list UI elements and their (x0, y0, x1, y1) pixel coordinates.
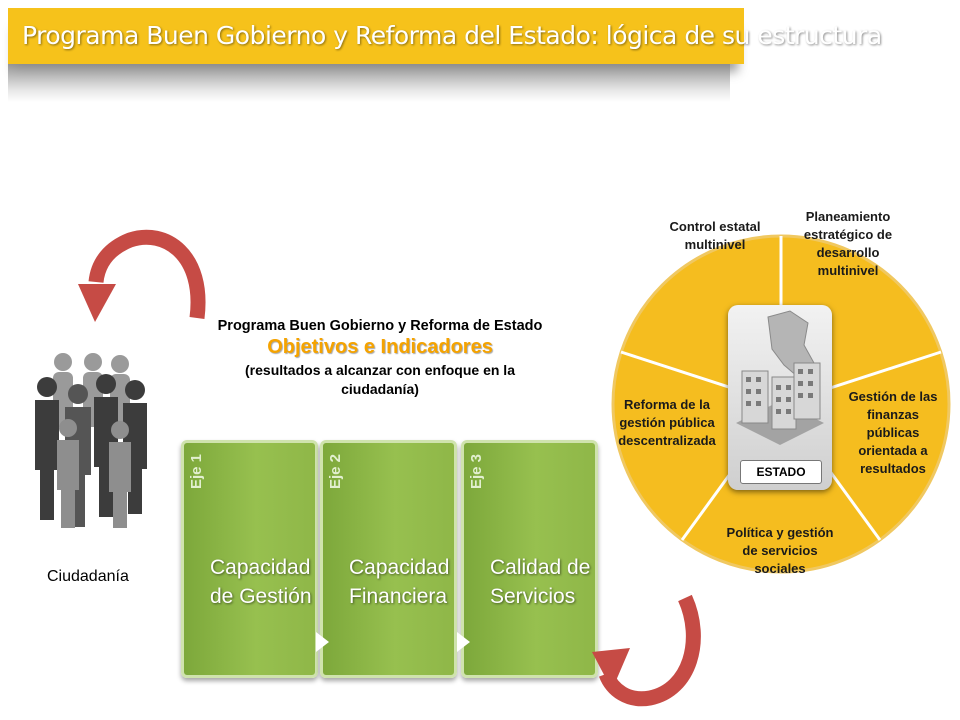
eje-box-3: Eje 3 Calidad de Servicios (461, 440, 598, 678)
wheel-segment-reforma: Reforma de la gestión pública descentral… (618, 397, 716, 448)
eje-text: Capacidad Financiera (349, 556, 450, 608)
wheel-segment-planeamiento: Planeamiento estratégico de desarrollo m… (803, 209, 893, 278)
eje-label: Eje 3 (468, 453, 485, 489)
objectives-description: (resultados a alcanzar con enfoque en la… (245, 362, 515, 397)
eje-label: Eje 2 (327, 453, 344, 489)
estado-label: ESTADO (740, 460, 822, 484)
eje-box-1: Eje 1 Capacidad de Gestión (181, 440, 318, 678)
title-bar: Programa Buen Gobierno y Reforma del Est… (8, 8, 882, 64)
program-info: Programa Buen Gobierno y Reforma de Esta… (215, 318, 545, 399)
citizens-icon (20, 350, 150, 530)
program-name: Programa Buen Gobierno y Reforma de Esta… (217, 318, 543, 334)
eje-text: Capacidad de Gestión (210, 556, 312, 608)
wheel-segment-finanzas: Gestión de las finanzas públicas orienta… (848, 389, 938, 476)
wheel-segment-servicios: Política y gestión de servicios sociales (726, 525, 834, 576)
buildings-icon (736, 310, 824, 445)
chevron-right-icon (457, 632, 470, 652)
eje-text: Calidad de Servicios (490, 556, 591, 608)
page-title: Programa Buen Gobierno y Reforma del Est… (22, 21, 882, 50)
chevron-right-icon (316, 632, 329, 652)
title-shadow (8, 64, 730, 102)
estado-graphic (728, 305, 832, 490)
eje-box-2: Eje 2 Capacidad Financiera (320, 440, 457, 678)
wheel-segment-control: Control estatal multinivel (669, 219, 761, 252)
objectives-subtitle: Objetivos e Indicadores (267, 336, 493, 358)
eje-label: Eje 1 (188, 453, 205, 489)
citizens-label: Ciudadanía (47, 568, 129, 585)
